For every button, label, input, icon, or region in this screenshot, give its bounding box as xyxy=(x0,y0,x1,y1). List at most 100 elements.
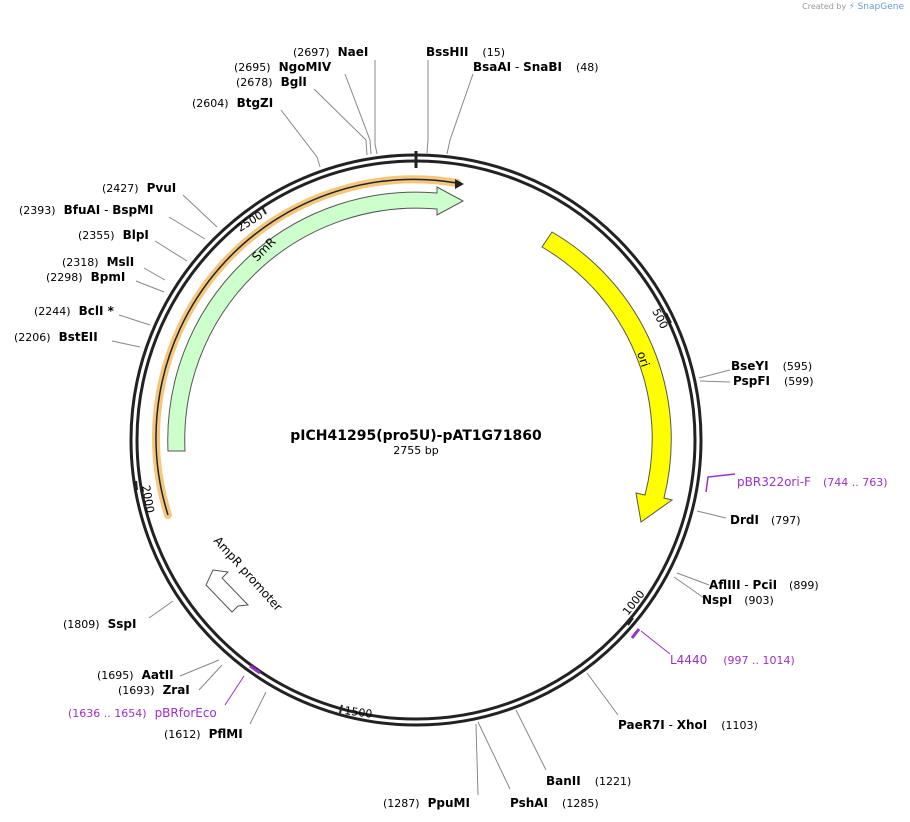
enzyme-name-bsteii: BstEII xyxy=(59,330,98,344)
enzyme-name-bgli: BglI xyxy=(281,75,307,89)
enzyme-sep-afliii: - xyxy=(741,578,753,592)
enzyme-name-snabi: SnaBI xyxy=(523,60,562,74)
leader-pshai xyxy=(477,721,511,790)
enzyme-sep-bsaai: - xyxy=(511,60,523,74)
svg-text:DrdI(797): DrdI(797) xyxy=(730,513,801,527)
primer-range-pbr322ori-f: (744 .. 763) xyxy=(823,476,888,489)
enzyme-pos-bsaai: (48) xyxy=(576,61,599,74)
enzyme-leaders xyxy=(111,60,731,796)
enzyme-pos-ppumi: (1287) xyxy=(383,797,420,810)
feature-ori xyxy=(541,231,674,523)
enzyme-name-bfuai: BfuAI xyxy=(64,203,101,217)
leader-bcli xyxy=(118,314,151,326)
tick-mark-2500 xyxy=(261,206,267,215)
enzyme-name-pflmi: PflMI xyxy=(209,727,243,741)
svg-text:(2427)PvuI: (2427)PvuI xyxy=(102,181,176,195)
leader-bpmi xyxy=(135,280,165,293)
enzyme-pos-bseyi: (595) xyxy=(783,360,813,373)
primer-name-l4440: L4440 xyxy=(670,653,707,667)
svg-text:(1636 .. 1654)pBRforEco: (1636 .. 1654)pBRforEco xyxy=(68,706,217,720)
enzyme-pos-zrai: (1693) xyxy=(118,684,155,697)
enzyme-pos-pflmi: (1612) xyxy=(164,728,201,741)
enzyme-pos-bsshii: (15) xyxy=(482,46,505,59)
primer-mark-l4440 xyxy=(630,628,641,639)
enzyme-pos-bcli: (2244) xyxy=(34,305,71,318)
leader-bsteii xyxy=(111,340,141,348)
selection-arrowhead xyxy=(455,179,464,189)
leader-drdi xyxy=(696,510,727,519)
enzyme-name-pspfi: PspFI xyxy=(733,374,770,388)
enzyme-name-pshai: PshAI xyxy=(510,796,548,810)
enzyme-sep-paer7i: - xyxy=(665,718,677,732)
leader-nspi xyxy=(673,576,705,599)
enzyme-pos-btgzi: (2604) xyxy=(192,97,229,110)
tick-mark-2000 xyxy=(135,480,138,491)
svg-text:(2604)BtgZI: (2604)BtgZI xyxy=(192,96,273,110)
leader-bsaai xyxy=(446,73,474,155)
svg-text:(1695)AatII: (1695) AatII xyxy=(97,668,174,682)
enzyme-name-banii: BanII xyxy=(546,774,581,788)
primer-mark-pbr322ori-f xyxy=(705,473,736,493)
enzyme-name-bsaai: BsaAI xyxy=(473,60,511,74)
enzyme-pos-bfuai: (2393) xyxy=(19,204,56,217)
enzyme-pos-blpi: (2355) xyxy=(78,229,115,242)
svg-text:(1693)ZraI: (1693) ZraI xyxy=(118,683,190,697)
leader-bseyi xyxy=(698,369,731,379)
tick-label-2000: 2000 xyxy=(139,484,157,514)
leader-bsshii xyxy=(426,60,429,154)
svg-text:(1287)PpuMI: (1287)PpuMI xyxy=(383,796,470,810)
enzyme-pos-bpmi: (2298) xyxy=(46,271,83,284)
leader-bgli xyxy=(313,88,368,156)
tick-mark-1000 xyxy=(627,617,634,626)
enzyme-pos-pshai: (1285) xyxy=(562,797,599,810)
primer-labels: pBR322ori-F(744 .. 763) L4440(997 .. 101… xyxy=(68,475,888,720)
credit-brand: SnapGene xyxy=(857,2,904,12)
leader-btgzi xyxy=(280,109,321,168)
feature-ampr-promoter xyxy=(205,569,250,613)
snapgene-credit: Created by ⚡ SnapGene xyxy=(802,2,904,12)
enzyme-pos-pspfi: (599) xyxy=(784,375,814,388)
enzyme-name-paer7i: PaeR7I xyxy=(618,718,665,732)
enzyme-name-aatii: AatII xyxy=(142,668,174,682)
enzyme-name-pvui: PvuI xyxy=(147,181,177,195)
enzyme-name-drdi: DrdI xyxy=(730,513,759,527)
svg-text:(2393)BfuAI - BspMI: (2393)BfuAI - BspMI xyxy=(19,203,154,217)
svg-text:BanII(1221): BanII(1221) xyxy=(546,774,631,788)
enzyme-pos-sspi: (1809) xyxy=(63,618,100,631)
svg-text:pBR322ori-F(744 .. 763): pBR322ori-F(744 .. 763) xyxy=(737,475,888,489)
tick-label-1500: 1500 xyxy=(344,704,374,721)
svg-text:L4440(997 .. 1014): L4440(997 .. 1014) xyxy=(670,653,795,667)
svg-text:BssHII(15): BssHII(15) xyxy=(426,45,505,59)
leader-pflmi xyxy=(249,691,267,725)
enzyme-pos-bsteii: (2206) xyxy=(14,331,51,344)
enzyme-pos-msli: (2318) xyxy=(62,256,99,269)
svg-text:BseYI(595): BseYI(595) xyxy=(731,359,812,373)
leader-pspfi xyxy=(699,380,731,383)
leader-bfuai xyxy=(168,216,206,240)
enzyme-name-sspi: SspI xyxy=(108,617,137,631)
feature-label-ori: ori xyxy=(634,350,652,369)
svg-text:(2355)BlpI: (2355)BlpI xyxy=(78,228,149,242)
enzyme-name-ngomiv: NgoMIV xyxy=(279,60,332,74)
svg-text:PaeR7I - XhoI(1103): PaeR7I - XhoI(1103) xyxy=(618,718,758,732)
svg-text:(2678)BglI: (2678)BglI xyxy=(236,75,307,89)
svg-text:(2298)BpmI: (2298)BpmI xyxy=(46,270,125,284)
enzyme-pos-aatii: (1695) xyxy=(97,669,134,682)
leader-msli xyxy=(143,267,166,281)
enzyme-name-xhoi: XhoI xyxy=(677,718,708,732)
tick-label-500: 500 xyxy=(649,306,670,331)
enzyme-name-pcii: PciI xyxy=(753,578,778,592)
tick-mark-500 xyxy=(665,312,672,324)
primer-name-pbrforeco: pBRforEco xyxy=(155,706,217,720)
primer-marks xyxy=(224,473,736,706)
tick-mark-1500 xyxy=(339,704,343,714)
enzyme-pos-nspi: (903) xyxy=(744,594,774,607)
enzyme-name-zrai: ZraI xyxy=(163,683,190,697)
credit-prefix: Created by xyxy=(802,2,847,11)
enzyme-name-afliii: AflIII xyxy=(709,578,741,592)
leader-sspi xyxy=(148,600,174,619)
enzyme-name-nspi: NspI xyxy=(702,593,732,607)
leader-afliii xyxy=(676,572,710,586)
svg-text:AflIII - PciI(899): AflIII - PciI(899) xyxy=(709,578,819,592)
leader-ppumi xyxy=(475,723,479,796)
